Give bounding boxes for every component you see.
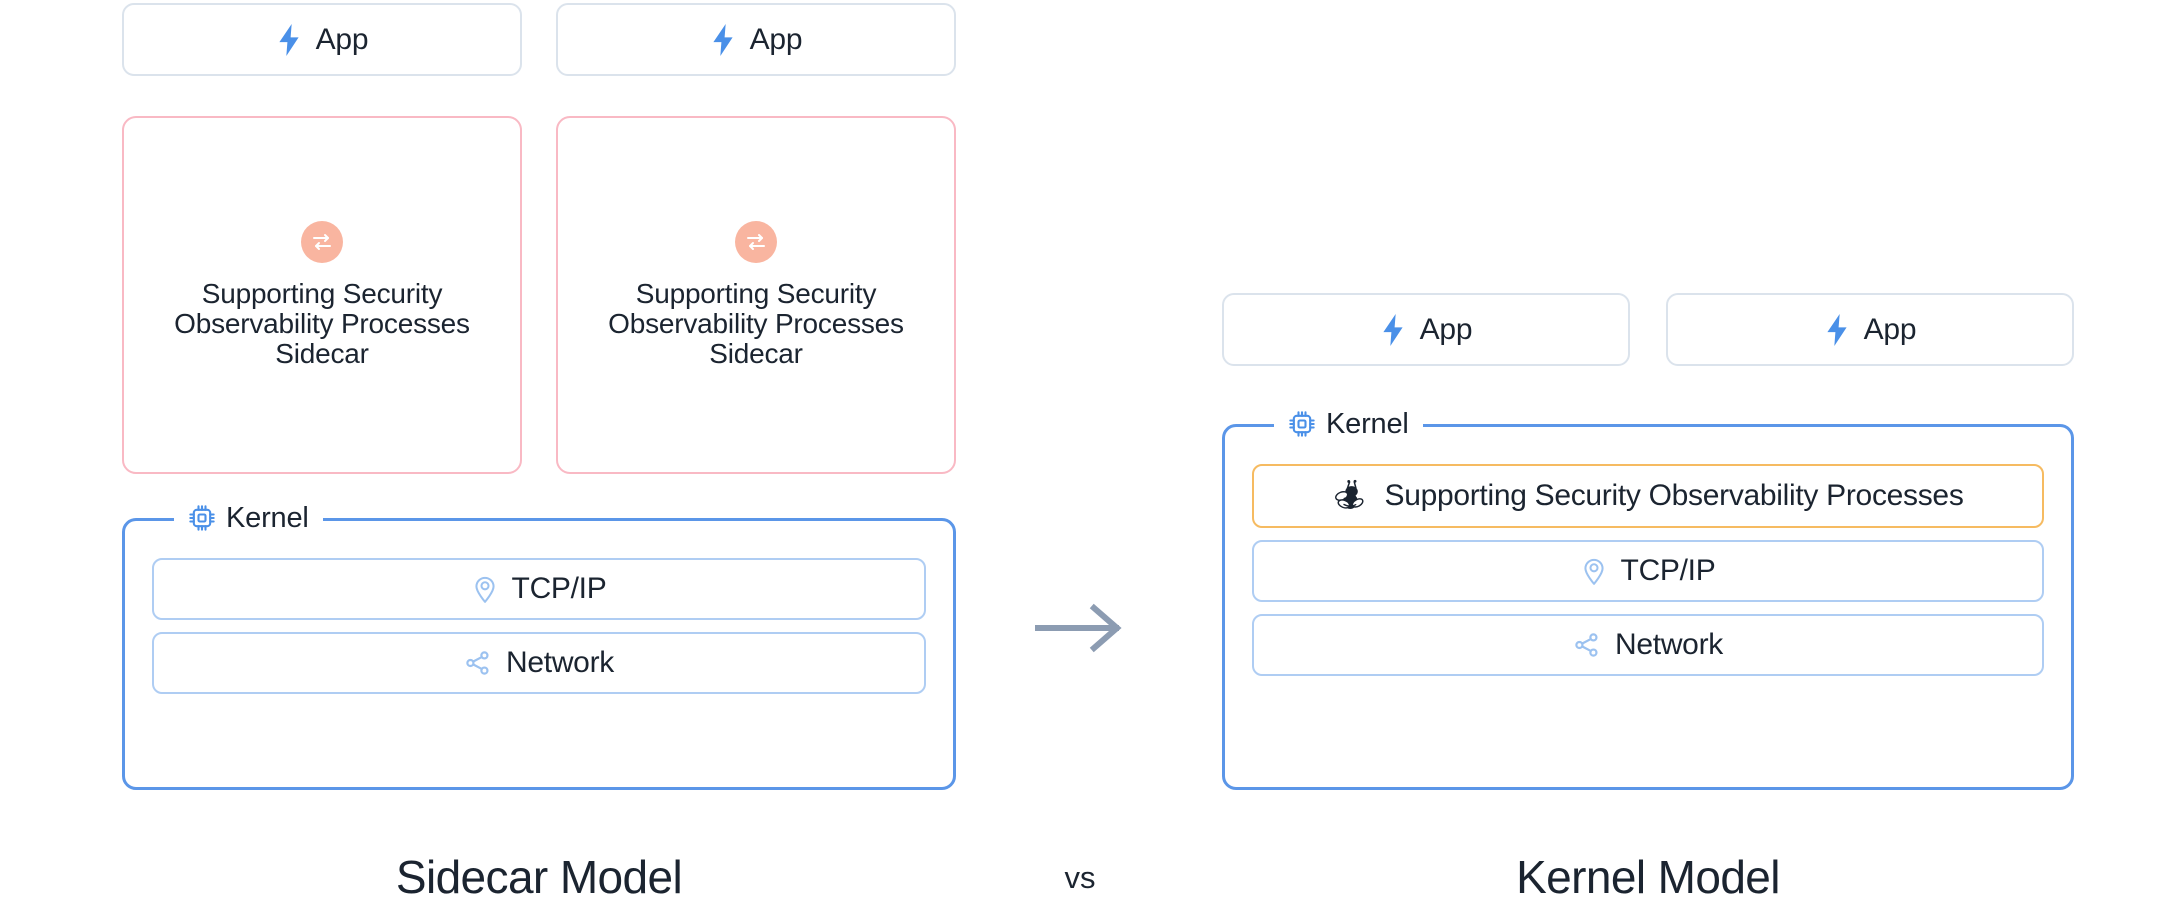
left-app-box-2[interactable]: App: [556, 3, 956, 76]
kernel-legend: Kernel: [174, 499, 323, 537]
arrow-right-icon: [1032, 600, 1128, 656]
kernel-legend-label: Kernel: [226, 502, 309, 534]
lightning-bolt-icon: [1824, 313, 1850, 346]
layer-row-network[interactable]: Network: [152, 632, 926, 694]
app-label: App: [1419, 312, 1473, 346]
share-nodes-icon: [1573, 631, 1601, 659]
sidecar-label: Supporting Security Observability Proces…: [608, 278, 904, 369]
sidecar-label: Supporting Security Observability Proces…: [174, 278, 470, 369]
exchange-arrows-icon: [735, 221, 777, 264]
layer-label: TCP/IP: [511, 572, 607, 605]
map-pin-icon: [472, 574, 498, 604]
cpu-chip-icon: [1288, 410, 1316, 438]
left-kernel-layers: TCP/IP Network: [152, 558, 926, 694]
left-sidecar-card-1[interactable]: Supporting Security Observability Proces…: [122, 116, 522, 474]
app-label: App: [1863, 312, 1917, 346]
share-nodes-icon: [464, 649, 492, 677]
right-kernel-group: Kernel: [1222, 405, 2074, 790]
layer-row-network[interactable]: Network: [1252, 614, 2044, 676]
right-model-caption: Kernel Model: [1516, 851, 1780, 903]
layer-label: Network: [506, 646, 614, 679]
app-label: App: [749, 22, 803, 56]
app-label: App: [315, 22, 369, 56]
right-app-box-2[interactable]: App: [1666, 293, 2074, 366]
exchange-arrows-icon: [301, 221, 343, 264]
cpu-chip-icon: [188, 504, 216, 532]
left-app-box-1[interactable]: App: [122, 3, 522, 76]
lightning-bolt-icon: [1380, 313, 1406, 346]
layer-label: Network: [1615, 628, 1723, 661]
kernel-legend-label: Kernel: [1326, 408, 1409, 440]
kernel-legend: Kernel: [1274, 405, 1423, 443]
kernel-border: [122, 518, 956, 790]
layer-label: Supporting Security Observability Proces…: [1384, 479, 1964, 512]
left-kernel-group: Kernel TCP/IP: [122, 499, 956, 790]
ebpf-bee-icon: [1332, 479, 1370, 513]
left-model-caption: Sidecar Model: [395, 851, 683, 903]
kernel-border: [1222, 424, 2074, 790]
layer-row-tcpip[interactable]: TCP/IP: [152, 558, 926, 620]
left-sidecar-card-2[interactable]: Supporting Security Observability Proces…: [556, 116, 956, 474]
right-kernel-layers: Supporting Security Observability Proces…: [1252, 464, 2044, 676]
lightning-bolt-icon: [276, 23, 302, 56]
layer-row-tcpip[interactable]: TCP/IP: [1252, 540, 2044, 602]
vs-label: vs: [1064, 860, 1096, 895]
lightning-bolt-icon: [710, 23, 736, 56]
right-app-box-1[interactable]: App: [1222, 293, 1630, 366]
layer-label: TCP/IP: [1620, 554, 1716, 587]
map-pin-icon: [1581, 556, 1607, 586]
layer-row-ebpf-security[interactable]: Supporting Security Observability Proces…: [1252, 464, 2044, 528]
